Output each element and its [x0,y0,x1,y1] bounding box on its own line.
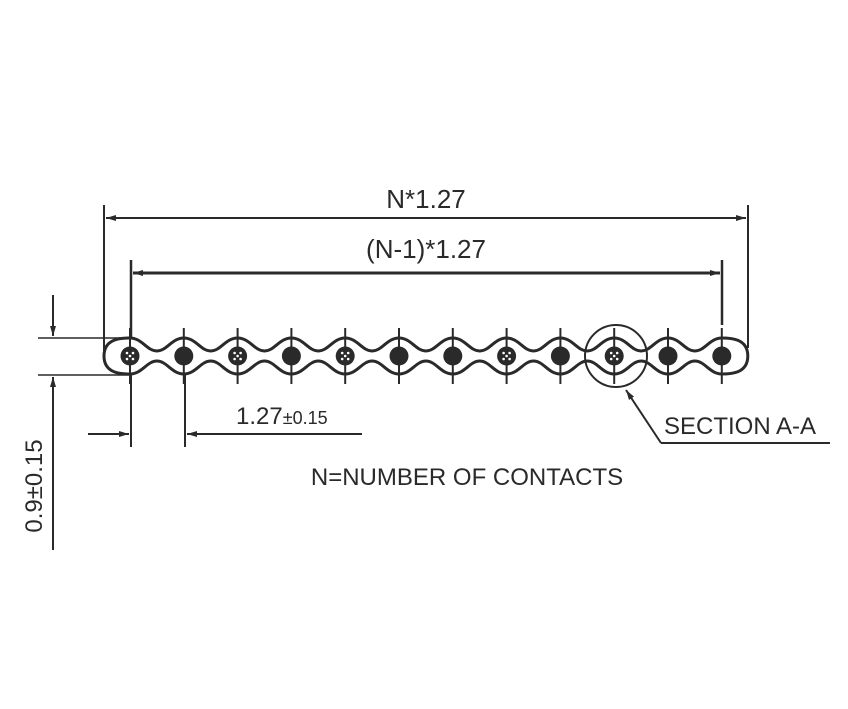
thickness-dimension: 0.9±0.15 [21,295,130,550]
conductor [335,328,355,384]
pitch-span-dimension: (N-1)*1.27 [129,234,724,338]
pitch-span-label: (N-1)*1.27 [366,234,486,264]
conductor [712,328,732,384]
cable-outline [102,336,750,376]
conductor [604,328,624,384]
pitch-value: 1.27 [236,403,283,430]
contacts-note: N=NUMBER OF CONTACTS [311,464,623,491]
conductor [389,328,409,384]
cable-profile [102,328,750,384]
section-circle [584,324,648,388]
conductor [120,328,140,384]
conductor [550,328,570,384]
section-label: SECTION A-A [664,413,816,440]
overall-width-dimension: N*1.27 [103,184,749,352]
overall-width-label: N*1.27 [386,184,466,214]
conductor [174,328,194,384]
conductor [443,328,463,384]
thickness-label: 0.9±0.15 [21,439,48,532]
conductor [228,328,248,384]
conductor [281,328,301,384]
pitch-dimension: 1.27±0.15 [88,375,362,447]
section-callout: SECTION A-A [584,324,830,444]
leader-arrow [625,389,662,444]
conductor [658,328,678,384]
pitch-tolerance: ±0.15 [283,408,328,428]
conductor [497,328,517,384]
pitch-label: 1.27±0.15 [236,403,328,430]
